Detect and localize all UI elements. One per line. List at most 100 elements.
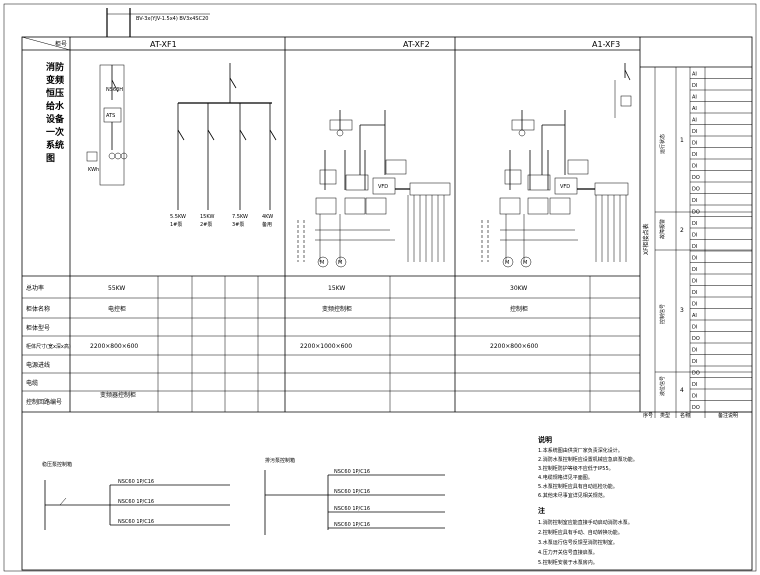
svg-text:变频控制柜: 变频控制柜 — [322, 305, 352, 313]
svg-text:1: 1 — [680, 137, 684, 144]
svg-text:一次: 一次 — [46, 126, 64, 138]
svg-text:2: 2 — [680, 227, 684, 234]
svg-text:3: 3 — [680, 307, 684, 314]
panel-3-values: 30KW 控制柜 2200×800×600 — [490, 285, 538, 350]
contact-code: DI — [692, 141, 697, 147]
contact-code: DI — [692, 152, 697, 158]
contact-code: AI — [692, 72, 697, 78]
svg-text:NSC60 1P/C16: NSC60 1P/C16 — [334, 506, 370, 512]
svg-text:5.5KW: 5.5KW — [170, 214, 186, 220]
svg-text:M: M — [320, 260, 324, 266]
panel-3-diagram: VFD M M — [481, 63, 632, 268]
contact-code: DO — [692, 405, 700, 411]
svg-text:柜体名称: 柜体名称 — [26, 305, 50, 313]
contact-code: DI — [692, 256, 697, 262]
svg-text:备用: 备用 — [262, 221, 272, 228]
svg-text:电缆: 电缆 — [26, 379, 38, 387]
svg-text:2200×800×600: 2200×800×600 — [490, 343, 538, 350]
svg-text:变频: 变频 — [46, 74, 64, 86]
panel-1-title: AT-XF1 — [150, 40, 177, 49]
svg-text:3#泵: 3#泵 — [232, 222, 244, 228]
top-cable-note: BV-3x(YJV-1.5x4) BV3x4SC20 — [136, 16, 208, 22]
contact-code: DI — [692, 267, 697, 273]
svg-text:消防: 消防 — [46, 61, 64, 73]
svg-text:备注说明: 备注说明 — [718, 412, 738, 419]
contact-code: DI — [692, 359, 697, 365]
svg-text:控制回路编号: 控制回路编号 — [26, 398, 62, 406]
contact-code: DI — [692, 290, 697, 296]
contact-code: DI — [692, 164, 697, 170]
svg-text:ATS: ATS — [106, 113, 115, 119]
svg-text:4KW: 4KW — [262, 214, 273, 220]
svg-text:电源进线: 电源进线 — [26, 361, 50, 369]
svg-text:15KW: 15KW — [328, 285, 345, 292]
svg-text:说明: 说明 — [538, 435, 552, 444]
sheet-frame — [21, 36, 753, 571]
contact-code: DI — [692, 302, 697, 308]
svg-text:排污泵控制箱: 排污泵控制箱 — [265, 457, 295, 464]
svg-text:KWh: KWh — [88, 167, 99, 173]
svg-text:5.水泵控制柜应具有自动巡检功能。: 5.水泵控制柜应具有自动巡检功能。 — [538, 483, 618, 490]
svg-text:55KW: 55KW — [108, 285, 125, 292]
svg-text:3.控制柜防护等级不应低于IP55。: 3.控制柜防护等级不应低于IP55。 — [538, 465, 614, 472]
contact-code: AI — [692, 106, 697, 112]
contact-code: DI — [692, 221, 697, 227]
svg-text:7.5KW: 7.5KW — [232, 214, 248, 220]
svg-text:M: M — [338, 260, 342, 266]
contact-code: DI — [692, 382, 697, 388]
svg-text:电控柜: 电控柜 — [108, 305, 126, 313]
svg-text:设备: 设备 — [46, 113, 65, 125]
svg-text:总功率: 总功率 — [26, 284, 44, 292]
svg-text:NSC60 1P/C16: NSC60 1P/C16 — [334, 489, 370, 495]
svg-text:变频器控制柜: 变频器控制柜 — [100, 391, 136, 399]
svg-text:2200×1000×600: 2200×1000×600 — [300, 343, 352, 350]
svg-text:NSC60 1P/C16: NSC60 1P/C16 — [334, 469, 370, 475]
svg-text:1#泵: 1#泵 — [170, 222, 182, 228]
svg-text:NS63H: NS63H — [106, 87, 123, 93]
svg-text:图: 图 — [46, 153, 55, 164]
svg-text:1.消防控制室应能直接手动启动消防水泵。: 1.消防控制室应能直接手动启动消防水泵。 — [538, 519, 633, 526]
svg-text:类型: 类型 — [660, 412, 670, 419]
svg-text:液位信号: 液位信号 — [659, 376, 666, 396]
svg-text:注: 注 — [538, 506, 545, 515]
panel-number-label: 柜号 — [55, 40, 67, 48]
contact-code: AI — [692, 313, 697, 319]
parameter-row-labels: 总功率 柜体名称 柜体型号 柜体尺寸(宽x深x高) 电源进线 电缆 控制回路编号 — [26, 284, 71, 406]
svg-text:XF柜接点表: XF柜接点表 — [642, 223, 650, 255]
panel-2-values: 15KW 变频控制柜 2200×1000×600 — [300, 285, 352, 350]
svg-text:5.控制柜安装于水泵房内。: 5.控制柜安装于水泵房内。 — [538, 559, 598, 566]
contact-code: DI — [692, 244, 697, 250]
contact-code: DO — [692, 187, 700, 193]
svg-text:4: 4 — [680, 387, 684, 394]
svg-text:柜体型号: 柜体型号 — [26, 324, 50, 332]
contact-code: DO — [692, 210, 700, 216]
svg-text:3.水泵运行信号反馈至消防控制室。: 3.水泵运行信号反馈至消防控制室。 — [538, 539, 618, 546]
svg-text:系统: 系统 — [46, 139, 64, 151]
contact-code: DO — [692, 336, 700, 342]
contact-code: DI — [692, 348, 697, 354]
svg-text:NSC60 1P/C16: NSC60 1P/C16 — [118, 519, 154, 525]
svg-text:序号: 序号 — [643, 412, 653, 419]
svg-text:NSC60 1P/C16: NSC60 1P/C16 — [334, 522, 370, 528]
contact-code: DO — [692, 371, 700, 377]
svg-text:15KW: 15KW — [200, 214, 214, 220]
svg-text:2200×800×600: 2200×800×600 — [90, 343, 138, 350]
svg-text:4.压力开关信号直接启泵。: 4.压力开关信号直接启泵。 — [538, 549, 598, 556]
panel-2-diagram: VFD M M — [297, 110, 451, 268]
svg-text:名称: 名称 — [680, 412, 690, 419]
contact-code: DI — [692, 198, 697, 204]
svg-text:柜体尺寸(宽x深x高): 柜体尺寸(宽x深x高) — [26, 343, 71, 350]
svg-text:1.本系统图由供货厂家负责深化设计。: 1.本系统图由供货厂家负责深化设计。 — [538, 447, 623, 454]
panel-1-values: 55KW 电控柜 2200×800×600 变频器控制柜 — [90, 285, 138, 399]
svg-text:NSC60 1P/C16: NSC60 1P/C16 — [118, 479, 154, 485]
svg-text:运行状态: 运行状态 — [659, 134, 666, 154]
contact-code: DI — [692, 279, 697, 285]
svg-text:30KW: 30KW — [510, 285, 527, 292]
notes-block: 说明 1.本系统图由供货厂家负责深化设计。 2.消防水泵控制柜应设置机械应急启泵… — [538, 435, 638, 566]
svg-text:6.其他未尽事宜详见相关规范。: 6.其他未尽事宜详见相关规范。 — [538, 492, 608, 499]
svg-text:给水: 给水 — [46, 100, 65, 112]
svg-text:VFD: VFD — [560, 184, 570, 190]
svg-text:NSC60 1P/C16: NSC60 1P/C16 — [118, 499, 154, 505]
svg-text:2.控制柜应具有手动、自动转换功能。: 2.控制柜应具有手动、自动转换功能。 — [538, 529, 623, 536]
svg-text:稳压泵控制箱: 稳压泵控制箱 — [42, 461, 72, 468]
